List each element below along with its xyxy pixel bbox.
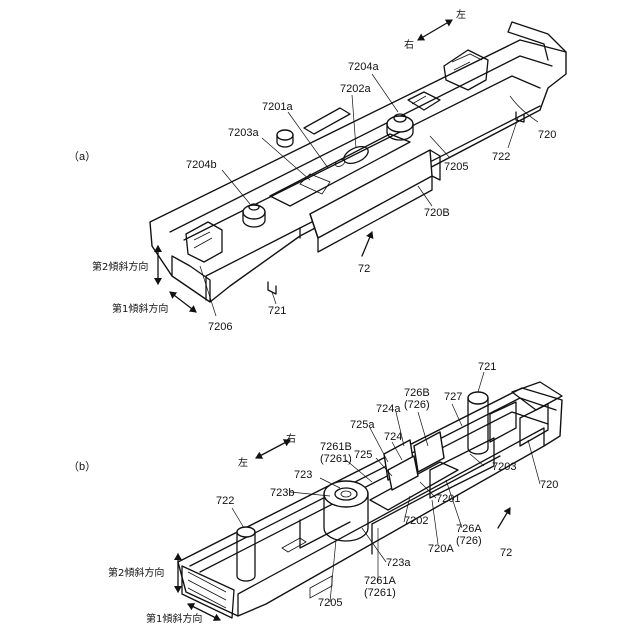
label-7202a: 7202a bbox=[340, 83, 371, 95]
label-720A: 720A bbox=[428, 543, 454, 555]
post-7203a bbox=[277, 130, 293, 147]
incline2-label-b: 第2傾斜方向 bbox=[108, 566, 164, 579]
label-7204a: 7204a bbox=[348, 61, 379, 73]
direction-right-label-b: 右 bbox=[286, 432, 296, 445]
panel-label-b: （b） bbox=[68, 460, 96, 473]
label-7205-b: 7205 bbox=[318, 597, 342, 609]
direction-arrow-b: 右 左 bbox=[238, 432, 296, 469]
label-7205-a: 7205 bbox=[444, 161, 468, 173]
label-722-b: 722 bbox=[216, 495, 234, 507]
label-7261A-paren: (7261) bbox=[364, 587, 396, 599]
direction-left-label-a: 左 bbox=[456, 8, 466, 21]
label-7201a: 7201a bbox=[262, 101, 293, 113]
label-726B: 726B bbox=[404, 387, 430, 399]
label-722-a: 722 bbox=[492, 151, 510, 163]
incline2-label-a: 第2傾斜方向 bbox=[92, 260, 148, 273]
label-724: 724 bbox=[384, 431, 402, 443]
label-720-a: 720 bbox=[538, 129, 556, 141]
figure-a: （a） 右 左 bbox=[68, 8, 566, 333]
label-725a: 725a bbox=[350, 419, 375, 431]
label-7261A: 7261A bbox=[364, 575, 396, 587]
label-72-a: 72 bbox=[358, 263, 370, 275]
label-726A-paren: (726) bbox=[456, 535, 482, 547]
panel-label-a: （a） bbox=[68, 150, 96, 163]
label-726A: 726A bbox=[456, 523, 482, 535]
label-7203a: 7203a bbox=[228, 127, 259, 139]
label-720B: 720B bbox=[424, 207, 450, 219]
label-7206: 7206 bbox=[208, 321, 232, 333]
direction-arrow-a: 右 左 bbox=[404, 8, 466, 51]
direction-left-label-b: 左 bbox=[238, 456, 248, 469]
label-723: 723 bbox=[294, 469, 312, 481]
label-723a: 723a bbox=[386, 557, 411, 569]
label-7203: 7203 bbox=[492, 461, 516, 473]
direction-right-label-a: 右 bbox=[404, 38, 414, 51]
label-726B-paren: (726) bbox=[404, 399, 430, 411]
label-7201: 7201 bbox=[436, 493, 460, 505]
label-7204b: 7204b bbox=[186, 159, 217, 171]
figure-b: （b） 右 左 bbox=[68, 361, 562, 625]
label-7261B: 7261B bbox=[320, 441, 352, 453]
label-721-a: 721 bbox=[268, 305, 286, 317]
label-721-b: 721 bbox=[478, 361, 496, 373]
label-723b: 723b bbox=[270, 487, 294, 499]
label-724a: 724a bbox=[376, 403, 401, 415]
label-727: 727 bbox=[444, 391, 462, 403]
incline1-label-a: 第1傾斜方向 bbox=[112, 302, 168, 315]
label-72-b: 72 bbox=[500, 547, 512, 559]
incline1-label-b: 第1傾斜方向 bbox=[146, 612, 202, 625]
label-720-b: 720 bbox=[540, 479, 558, 491]
label-725: 725 bbox=[354, 449, 372, 461]
label-7202: 7202 bbox=[404, 515, 428, 527]
label-7261B-paren: (7261) bbox=[320, 453, 352, 465]
